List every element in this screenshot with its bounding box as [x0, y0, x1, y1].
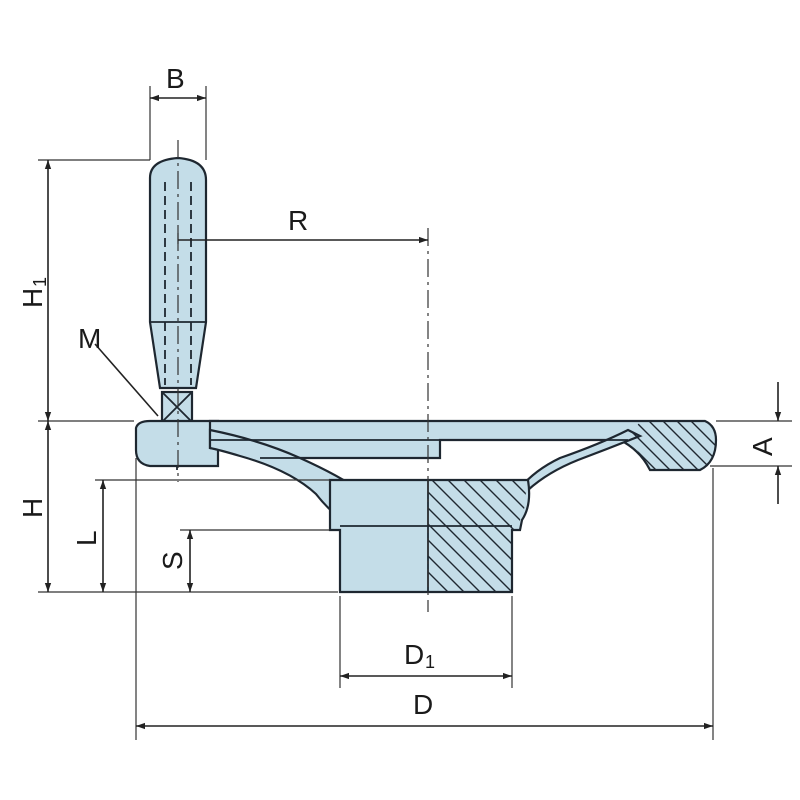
label-H1: H 1	[17, 277, 50, 308]
leader-M	[94, 343, 159, 417]
svg-text:1: 1	[30, 277, 50, 287]
svg-text:H: H	[17, 288, 48, 308]
label-L: L	[71, 530, 102, 546]
label-D: D	[413, 689, 433, 720]
label-R: R	[288, 205, 308, 236]
handwheel-body	[134, 156, 718, 594]
label-M: M	[78, 323, 101, 354]
handle-hidden-bore	[164, 182, 192, 385]
label-A: A	[747, 437, 778, 456]
label-D1: D 1	[404, 639, 435, 672]
dimension-labels: B R M H 1 H L S A D 1 D	[17, 63, 778, 720]
svg-text:D: D	[404, 639, 424, 670]
label-S: S	[157, 551, 188, 570]
svg-text:1: 1	[425, 652, 435, 672]
label-H: H	[17, 498, 48, 518]
label-B: B	[166, 63, 185, 94]
screw-cross	[161, 391, 193, 423]
dimension-lines	[44, 94, 782, 730]
hub	[328, 478, 531, 594]
extension-lines	[38, 86, 792, 740]
rim-left	[134, 419, 220, 468]
